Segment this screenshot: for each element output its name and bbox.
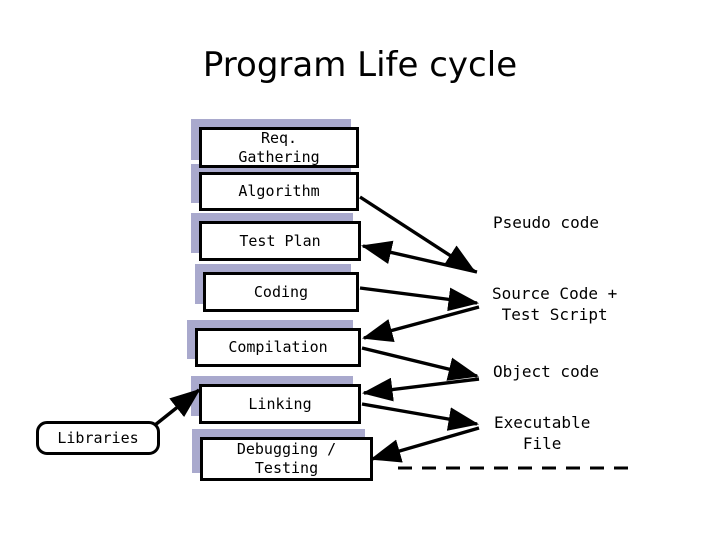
artifact-label-object-code: Object code [493,362,599,381]
stage-label-compilation: Compilation [228,338,328,356]
connector-coding-to-source-code [359,286,480,312]
connector-pseudo-code-to-test-plan [361,240,478,274]
libraries-label: Libraries [57,428,139,447]
artifact-label-pseudo-code: Pseudo code [493,213,599,232]
connector-algorithm-to-pseudo-code [359,195,476,273]
stage-box-algorithm[interactable]: Algorithm [199,172,359,211]
stage-box-linking[interactable]: Linking [199,384,361,424]
libraries-box[interactable]: Libraries [36,421,160,455]
page-title: Program Life cycle [202,45,518,85]
stage-box-test-plan[interactable]: Test Plan [199,221,361,261]
connector-linking-to-executable-file [361,402,480,431]
artifact-label-source-code: Source Code + Test Script [492,284,618,324]
connector-compilation-to-object-code [361,346,479,381]
connector-object-code-to-linking [361,377,480,402]
stage-label-req-gathering: Req. Gathering [238,128,320,166]
stage-box-coding[interactable]: Coding [203,272,359,312]
artifact-label-executable-file: Executable File [494,413,591,453]
stage-label-algorithm: Algorithm [238,182,320,200]
connector-executable-file-to-debugging-testing [370,426,480,463]
stage-label-linking: Linking [248,394,312,413]
stage-label-coding: Coding [253,282,309,301]
stage-box-debugging-testing[interactable]: Debugging / Testing [200,437,373,481]
stage-box-req-gathering[interactable]: Req. Gathering [199,127,359,168]
stage-box-compilation[interactable]: Compilation [195,328,361,367]
stage-label-test-plan: Test Plan [239,231,321,250]
stage-label-debugging-testing: Debugging / Testing [236,440,337,477]
connector-source-code-to-compilation [362,305,480,343]
